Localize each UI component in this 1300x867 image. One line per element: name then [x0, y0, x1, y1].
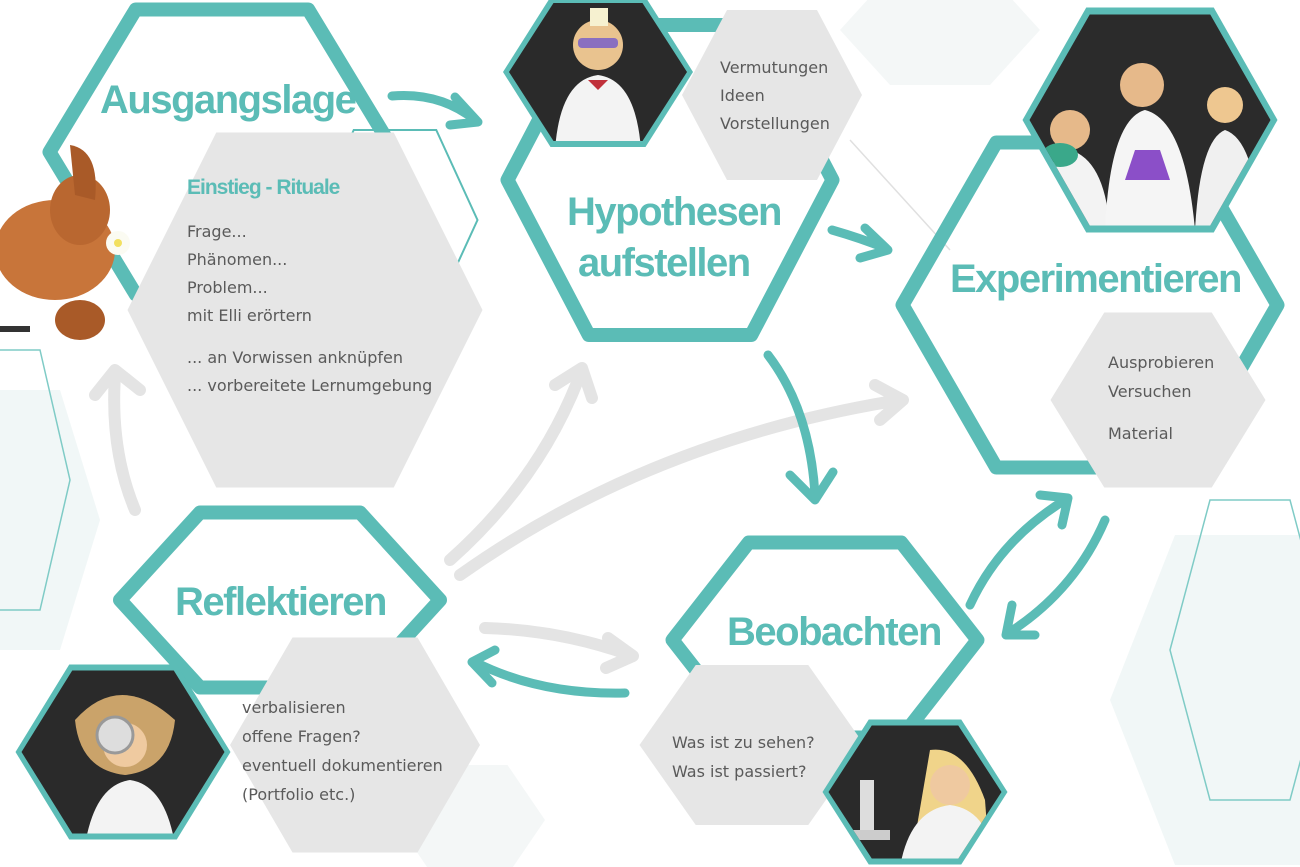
step-title: Experimentieren: [950, 257, 1241, 301]
list-item: Versuchen: [1108, 382, 1192, 401]
step-experimentieren: Experimentieren Ausprobieren Versuchen M…: [895, 7, 1285, 488]
arrow-experimentieren-to-beobachten: [1001, 515, 1110, 640]
grey-panel: [1050, 312, 1266, 488]
hexagon-outline: [113, 505, 447, 695]
hexagon-outline: [895, 135, 1285, 475]
list-item: Was ist passiert?: [672, 762, 806, 781]
step-beobachten: Beobachten Was ist zu sehen? Was ist pas…: [639, 535, 1008, 865]
bg-hexagon-outline: [1169, 499, 1300, 801]
arrow-hypothesen-to-beobachten: [763, 350, 838, 505]
step-subtitle: Einstieg - Rituale: [187, 176, 340, 199]
arrow-reflektieren-to-experimentieren: [454, 379, 909, 581]
list-item: offene Fragen?: [242, 727, 361, 746]
list-item: Ausprobieren: [1108, 353, 1214, 372]
arrow-hypothesen-to-experimentieren: [827, 223, 893, 263]
list-item: Problem...: [187, 278, 268, 297]
arrow-reflektieren-to-hypothesen: [444, 362, 598, 566]
list-item: Vorstellungen: [720, 114, 830, 133]
step-title: Ausgangslage: [100, 78, 356, 122]
list-item: (Portfolio etc.): [242, 785, 355, 804]
teal-arrows: [387, 91, 1110, 698]
arrow-beobachten-to-reflektieren: [467, 645, 630, 698]
children-experimenting-photo: [1029, 14, 1271, 226]
bg-hexagon-outline: [0, 349, 71, 611]
list-item: Phänomen...: [187, 250, 287, 269]
list-item: Frage...: [187, 222, 247, 241]
step-title-line1: Hypothesen: [567, 190, 781, 234]
list-item: ... vorbereitete Lernumgebung: [187, 376, 432, 395]
bg-hexagon: [840, 0, 1040, 85]
arrow-beobachten-to-experimentieren: [965, 490, 1073, 610]
list-item: mit Elli erörtern: [187, 306, 312, 325]
list-item: Ideen: [720, 86, 765, 105]
bg-hexagon: [0, 390, 100, 650]
list-item: Material: [1108, 424, 1173, 443]
step-title: Reflektieren: [175, 580, 386, 624]
list-item: Was ist zu sehen?: [672, 733, 815, 752]
bg-hexagon: [1110, 535, 1300, 865]
grey-panel: [639, 665, 865, 825]
bg-line: [849, 139, 951, 251]
list-item: eventuell dokumentieren: [242, 756, 443, 775]
arrow-reflektieren-to-ausgangslage: [89, 364, 146, 516]
step-title-line2: aufstellen: [578, 241, 750, 285]
grey-panel: [682, 10, 862, 180]
step-reflektieren: Reflektieren verbalisieren offene Fragen…: [15, 505, 480, 853]
child-with-goggles-photo: [509, 3, 687, 141]
arrow-ausgangslage-to-hypothesen: [387, 91, 483, 130]
list-item: ... an Vorwissen anknüpfen: [187, 348, 403, 367]
child-with-magnifier-photo: [21, 670, 225, 834]
arrow-reflektieren-to-beobachten: [479, 622, 639, 674]
grey-arrows: [89, 362, 909, 674]
step-title: Beobachten: [727, 610, 941, 654]
squirrel-mascot-image: [0, 145, 130, 340]
step-hypothesen: Hypothesen aufstellen Vermutungen Ideen …: [500, 0, 862, 342]
list-item: verbalisieren: [242, 698, 346, 717]
step-ausgangslage: Ausgangslage Einstieg - Rituale Frage...…: [0, 2, 483, 488]
list-item: Vermutungen: [720, 58, 828, 77]
grey-panel: [230, 637, 480, 853]
grey-panel: [127, 132, 483, 488]
